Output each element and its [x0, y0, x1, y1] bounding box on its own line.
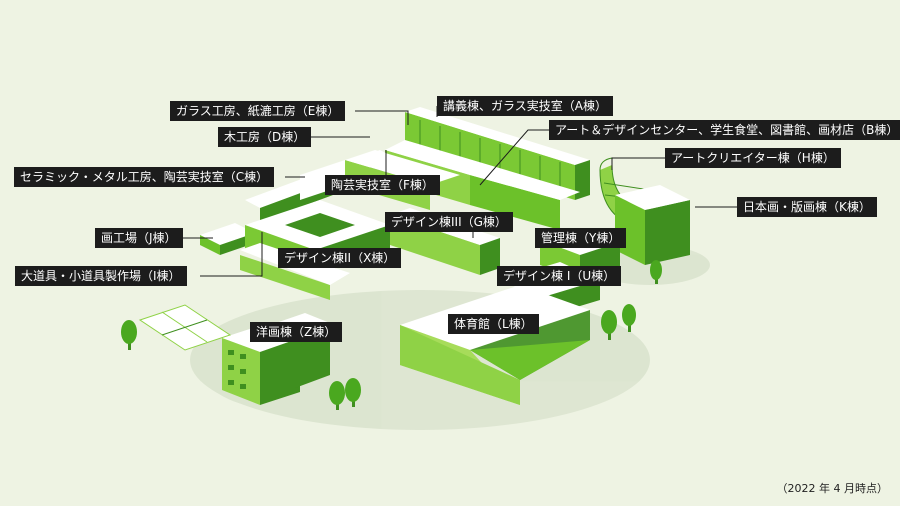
label-building-k: 日本画・版画棟（K棟）: [737, 197, 877, 217]
label-building-b: アート＆デザインセンター、学生食堂、図書館、画材店（B棟）: [549, 120, 900, 140]
label-building-a: 講義棟、ガラス実技室（A棟）: [437, 96, 613, 116]
label-building-u: デザイン棟 I（U棟）: [497, 266, 622, 286]
label-building-f: 陶芸実技室（F棟）: [325, 175, 440, 195]
building-cdef: [245, 150, 460, 222]
trees: [121, 260, 662, 410]
label-building-g: デザイン棟III（G棟）: [385, 212, 513, 232]
label-building-x: デザイン棟II（X棟）: [278, 248, 402, 268]
building-l: [400, 285, 590, 405]
date-note: （2022 年 4 月時点）: [776, 482, 888, 495]
label-building-c: セラミック・メタル工房、陶芸実技室（C棟）: [14, 167, 275, 187]
label-building-i: 大道具・小道具製作場（I棟）: [15, 266, 187, 286]
tennis-courts: [138, 304, 232, 351]
label-building-l: 体育館（L棟）: [448, 314, 539, 334]
building-k: [615, 185, 690, 265]
label-building-d: 木工房（D棟）: [218, 127, 312, 147]
label-building-h: アートクリエイター棟（H棟）: [665, 148, 841, 168]
label-building-e: ガラス工房、紙漉工房（E棟）: [170, 101, 346, 121]
label-building-z: 洋画棟（Z棟）: [250, 322, 343, 342]
label-building-y: 管理棟（Y棟）: [535, 228, 627, 248]
label-building-j: 画工場（J棟）: [95, 228, 183, 248]
